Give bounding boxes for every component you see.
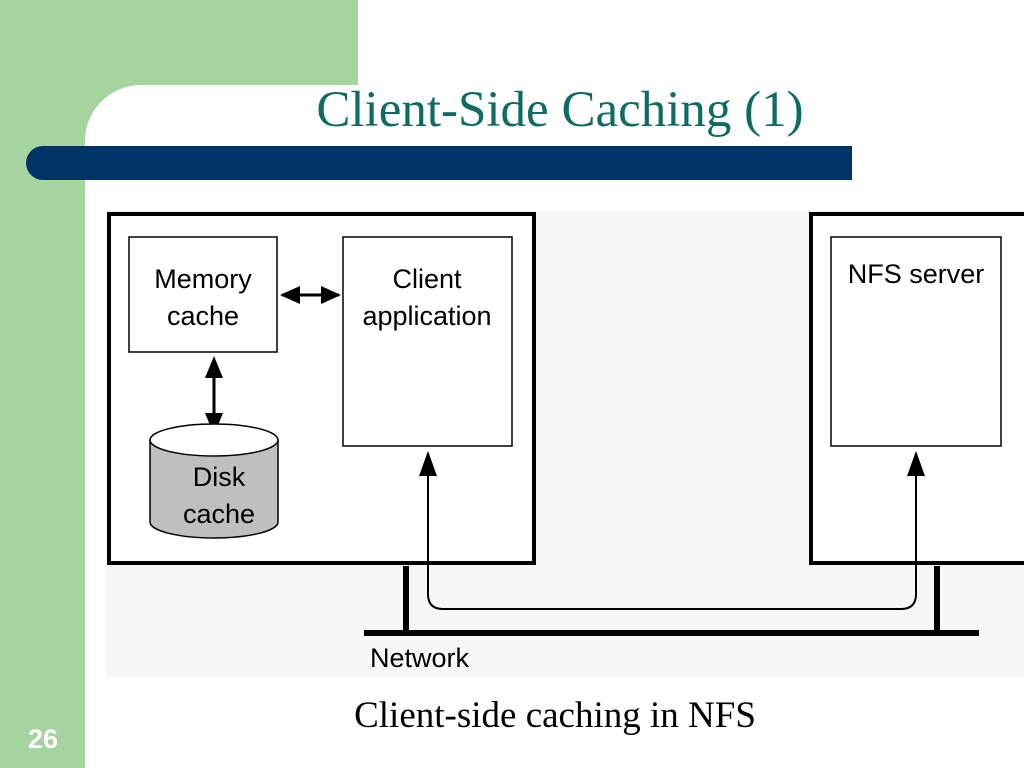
memory-cache-label-line1: Memory (154, 264, 252, 294)
memory-cache-box (128, 236, 278, 353)
client-application-label-line2: application (362, 301, 491, 331)
request-path (427, 473, 917, 610)
memory-disk-arrow-top-head (205, 356, 223, 378)
nfs-server-box (830, 236, 1002, 447)
disk-cache-label-line1: Disk (193, 462, 246, 492)
client-application-box (342, 236, 513, 447)
slide-title: Client-Side Caching (1) (316, 82, 804, 138)
slide-number: 26 (27, 724, 59, 754)
diagram-caption: Client-side caching in NFS (354, 695, 756, 736)
disk-cache-label-line2: cache (183, 499, 255, 529)
title-underline-bar (26, 146, 852, 180)
server-path-arrowhead (907, 451, 925, 476)
memory-app-arrow-right-head (321, 286, 341, 304)
client-path-arrowhead (419, 451, 437, 476)
disk-cache-cylinder (149, 423, 279, 539)
nfs-caching-diagram: Memory cache Client application Disk cac… (106, 211, 1024, 677)
memory-app-arrow-left-head (280, 286, 300, 304)
network-label: Network (370, 643, 470, 673)
client-application-label-line1: Client (392, 264, 462, 294)
memory-cache-label-line2: cache (167, 301, 239, 331)
nfs-server-label: NFS server (848, 259, 985, 289)
